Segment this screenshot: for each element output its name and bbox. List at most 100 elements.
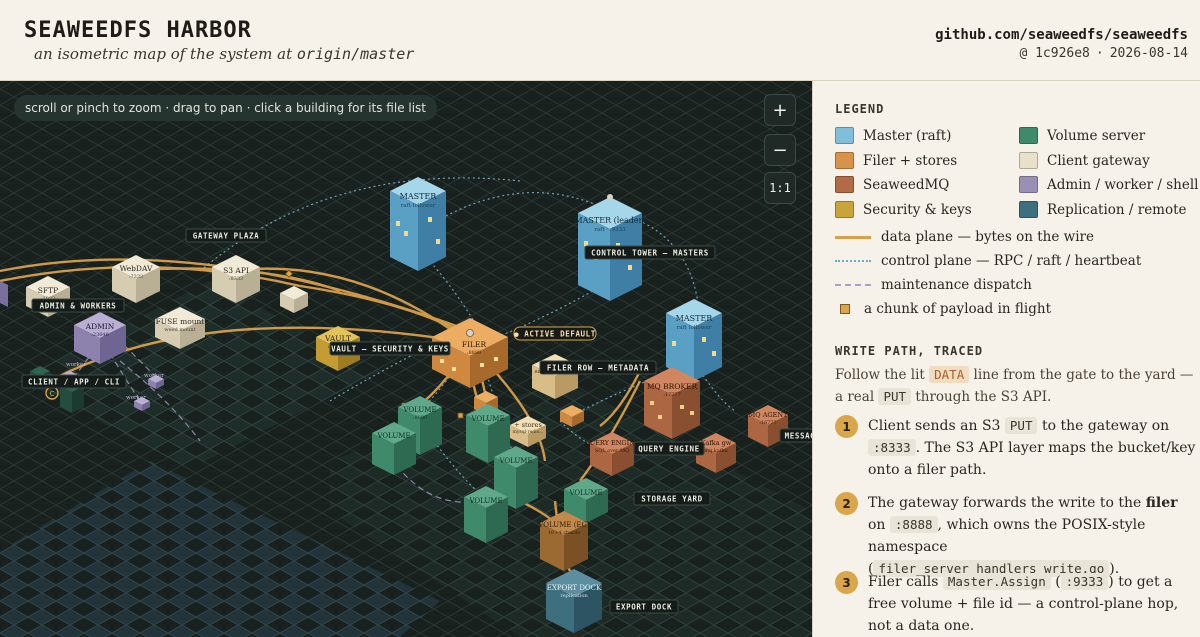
step-number: 2	[835, 492, 858, 515]
step-number: 3	[835, 571, 858, 594]
svg-text:security: security	[328, 344, 349, 350]
building-volume-e[interactable]: VOLUME	[464, 486, 508, 543]
svg-text:10+4 shards: 10+4 shards	[548, 530, 581, 536]
svg-text:mysql·redis…: mysql·redis…	[513, 429, 544, 435]
svg-text::17777: :17777	[663, 392, 681, 398]
legend-item-volume: Volume server	[1019, 127, 1145, 144]
building-filer[interactable]: FILER :8888	[432, 318, 508, 388]
legend-item-security: Security & keys	[835, 201, 972, 218]
svg-text::2022: :2022	[41, 296, 55, 302]
map-hint: scroll or pinch to zoom · drag to pan · …	[14, 95, 438, 121]
legend-swatch	[1019, 127, 1038, 144]
isometric-map[interactable]: MASTER raft follower MASTER (leader) raf…	[0, 81, 812, 637]
building-master-follower[interactable]: MASTER raft follower	[390, 177, 446, 271]
building-volume-c[interactable]: VOLUME	[466, 404, 510, 463]
step-number: 1	[835, 415, 858, 438]
svg-text:SQL over MQ: SQL over MQ	[595, 448, 629, 454]
write-path-title: WRITE PATH, TRACED	[835, 344, 984, 358]
svg-text:QUERY ENGINE: QUERY ENGINE	[584, 439, 639, 447]
app-title: SEAWEEDFS HARBOR	[24, 18, 252, 43]
building-vault[interactable]: VAULT security	[316, 326, 360, 371]
building-kafka-gw[interactable]: Kafka gw mq.kafka	[696, 433, 736, 473]
subtitle-text: an isometric map of the system at	[34, 45, 293, 63]
svg-text:raft · :9333: raft · :9333	[594, 227, 626, 233]
zoom-out-button[interactable]: −	[764, 134, 796, 166]
building-export-dock[interactable]: EXPORT DOCK replication	[546, 569, 602, 633]
building-fuse-mount[interactable]: FUSE mount weed mount	[155, 307, 205, 349]
building-query-engine[interactable]: QUERY ENGINE SQL over MQ	[584, 432, 640, 476]
legend-swatch	[1019, 201, 1038, 218]
svg-text:VOLUME: VOLUME	[376, 432, 410, 440]
commit-info: @ 1c926e8·2026-08-14	[1013, 46, 1188, 61]
building-volume-ec[interactable]: VOLUME (EC) 10+4 shards	[537, 511, 590, 571]
building-s3-api[interactable]: S3 API :8333	[212, 255, 260, 303]
building-filer-stores[interactable]: embedded store	[532, 354, 578, 399]
svg-text:SFTP: SFTP	[38, 286, 58, 295]
step-text: Client sends an S3 PUT to the gateway on…	[868, 417, 1196, 478]
building-mq-agent[interactable]: MQ AGENT :16777	[748, 405, 788, 447]
svg-text:MASTER (leader): MASTER (leader)	[574, 216, 645, 225]
zoom-in-button[interactable]: +	[764, 94, 796, 126]
app-subtitle: an isometric map of the system at origin…	[34, 45, 414, 63]
svg-text:VOLUME: VOLUME	[470, 415, 504, 423]
building-webdav[interactable]: WebDAV :7333	[112, 255, 160, 303]
building-stores[interactable]: + stores mysql·redis…	[510, 416, 546, 447]
svg-text:MASTER: MASTER	[400, 192, 438, 201]
svg-text:replication: replication	[560, 593, 588, 599]
svg-text:Kafka gw: Kafka gw	[701, 439, 732, 447]
svg-text:VOLUME: VOLUME	[402, 406, 436, 414]
data-line-swatch	[835, 235, 871, 239]
building-master-follower-2[interactable]: MASTER raft follower	[666, 299, 722, 381]
legend-maintenance: maintenance dispatch	[835, 277, 1032, 293]
legend-item-replication: Replication / remote	[1019, 201, 1187, 218]
code-data: DATA	[929, 366, 970, 383]
svg-text:embedded store: embedded store	[535, 369, 576, 375]
repo-link[interactable]: github.com/seaweedfs/seaweedfs	[935, 27, 1188, 43]
svg-text:VOLUME (EC): VOLUME (EC)	[537, 521, 590, 529]
legend-swatch	[835, 201, 854, 218]
svg-text:raft follower: raft follower	[401, 203, 436, 209]
code-put: PUT	[878, 388, 912, 405]
control-line-swatch	[835, 260, 871, 262]
svg-text::8333: :8333	[229, 276, 243, 282]
map-buildings[interactable]: MASTER raft follower MASTER (leader) raf…	[0, 81, 812, 637]
svg-text:FUSE mount: FUSE mount	[156, 317, 205, 326]
building-sftp[interactable]: SFTP :2022	[26, 276, 70, 317]
side-panel[interactable]: LEGEND Master (raft) Volume server Filer…	[812, 81, 1200, 637]
svg-text:ADMIN: ADMIN	[85, 322, 115, 331]
svg-text:worker: worker	[66, 362, 86, 368]
svg-text::8888: :8888	[467, 350, 481, 356]
building-gateway-small[interactable]	[280, 286, 308, 313]
client-buildings[interactable]: C	[30, 366, 84, 413]
legend-item-master: Master (raft)	[835, 127, 951, 144]
svg-text:MQ AGENT: MQ AGENT	[749, 411, 788, 419]
commit-date: 2026-08-14	[1109, 46, 1188, 61]
building-mq-broker[interactable]: MQ BROKER :17777	[644, 367, 700, 439]
legend-item-seaweedmq: SeaweedMQ	[835, 176, 949, 193]
svg-text:VOLUME: VOLUME	[498, 457, 532, 465]
building-admin[interactable]: ADMIN :23646	[74, 312, 126, 364]
building-volume-b[interactable]: VOLUME	[372, 422, 416, 475]
maintenance-line-swatch	[835, 284, 871, 286]
building-master-leader[interactable]: MASTER (leader) raft · :9333	[574, 194, 646, 301]
svg-text:FILER: FILER	[462, 340, 487, 349]
reset-zoom-button[interactable]: 1:1	[764, 172, 796, 204]
svg-text:mq.kafka: mq.kafka	[704, 448, 727, 454]
svg-text:VOLUME: VOLUME	[468, 497, 502, 505]
legend-swatch	[1019, 152, 1038, 169]
legend-chunk: a chunk of payload in flight	[835, 301, 1051, 317]
legend-item-client-gateway: Client gateway	[1019, 152, 1150, 169]
svg-text::16777: :16777	[759, 420, 777, 426]
step-text: The gateway forwards the write to the fi…	[868, 495, 1178, 577]
legend-swatch	[1019, 176, 1038, 193]
legend-swatch	[835, 152, 854, 169]
svg-text:worker: worker	[144, 373, 164, 379]
svg-text:WebDAV: WebDAV	[120, 264, 153, 273]
svg-text:EXPORT DOCK: EXPORT DOCK	[547, 584, 602, 592]
svg-text:C: C	[50, 390, 55, 398]
commit-separator: ·	[1095, 46, 1104, 61]
legend-title: LEGEND	[835, 102, 885, 116]
subtitle-ref: origin/master	[296, 45, 415, 63]
svg-text::23646: :23646	[91, 332, 109, 338]
app-header: SEAWEEDFS HARBOR an isometric map of the…	[0, 0, 1200, 81]
